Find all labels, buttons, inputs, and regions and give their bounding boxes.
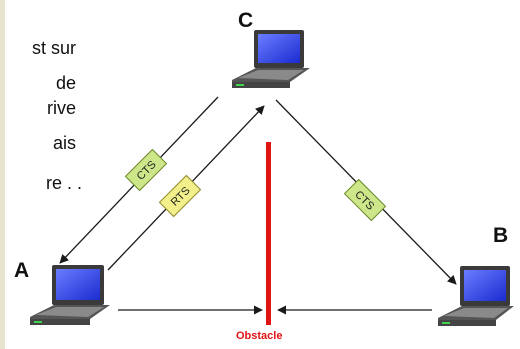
laptop-a-icon: [30, 265, 110, 325]
cts-tag-right: CTS: [343, 178, 387, 222]
background-text-line: de: [55, 73, 76, 93]
laptop-b-icon: [438, 266, 514, 326]
background-text-line: rive: [46, 98, 76, 118]
node-label-b: B: [493, 224, 509, 247]
laptop-c-icon: [232, 30, 310, 88]
obstacle-label: Obstacle: [236, 330, 283, 342]
slide-edge-strip: [0, 0, 5, 349]
background-text-line: re . .: [46, 173, 83, 193]
obstacle-bar: [266, 142, 271, 325]
rts-tag: RTS: [158, 174, 202, 218]
cts-tag-left: CTS: [124, 148, 168, 192]
background-text-line: st sur: [31, 38, 76, 58]
background-text-line: ais: [52, 133, 76, 153]
node-label-c: C: [238, 9, 254, 32]
node-label-a: A: [14, 259, 30, 282]
